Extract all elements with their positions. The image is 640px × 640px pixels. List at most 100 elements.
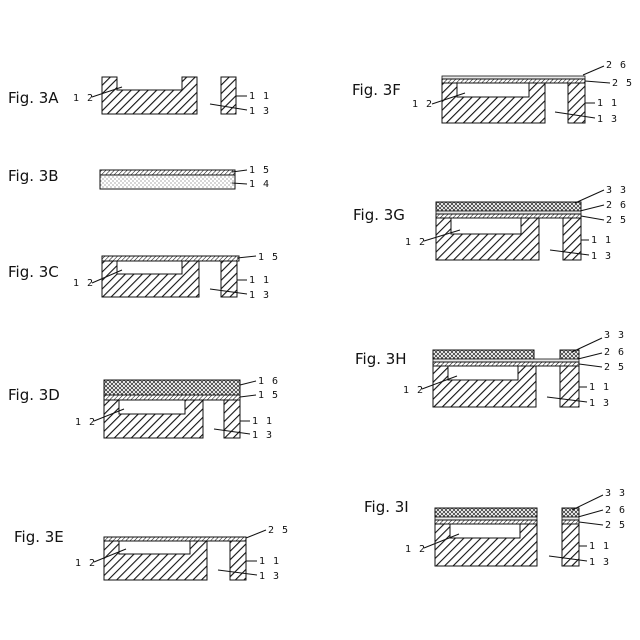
layer-33: [435, 508, 537, 517]
ref-26: 2 6: [606, 200, 627, 211]
figure-3h: Fig. 3H 3 3 2 6 2 5 1 2 1 1 1 3: [355, 330, 625, 409]
ref-26: 2 6: [606, 60, 627, 71]
ref-25: 2 5: [605, 520, 626, 531]
ref-13: 1 3: [249, 290, 270, 301]
layer-15: [102, 256, 239, 261]
wall-11: [221, 77, 236, 114]
cavity: [448, 366, 518, 380]
layer-16: [104, 380, 240, 395]
figure-3i: Fig. 3I 3 3 2 6 2 5 1 2 1 1 1 3: [364, 488, 626, 568]
ref-16: 1 6: [258, 376, 279, 387]
ref-13: 1 3: [589, 557, 610, 568]
leader-line: [580, 205, 604, 211]
ref-33: 3 3: [605, 488, 626, 499]
ref-12: 1 2: [73, 278, 94, 289]
ref-12: 1 2: [405, 237, 426, 248]
layer-25-right: [562, 520, 579, 524]
leader-line: [572, 495, 603, 510]
figure-3b: Fig. 3B 1 5 1 4: [8, 165, 270, 190]
ref-13: 1 3: [249, 106, 270, 117]
figure-3f: Fig. 3F 2 6 2 5 1 2 1 1 1 3: [352, 60, 633, 125]
layer-14: [100, 175, 235, 189]
ref-11: 1 1: [252, 416, 273, 427]
ref-12: 1 2: [405, 544, 426, 555]
ref-11: 1 1: [589, 382, 610, 393]
layer-33-right: [560, 350, 579, 359]
ref-12: 1 2: [412, 99, 433, 110]
ref-15: 1 5: [249, 165, 270, 176]
ref-15: 1 5: [258, 252, 279, 263]
ref-26: 2 6: [605, 505, 626, 516]
substrate-12: [102, 77, 197, 114]
wall-11: [230, 541, 246, 580]
leader-line: [581, 216, 604, 220]
ref-12: 1 2: [403, 385, 424, 396]
figure-label: Fig. 3H: [355, 350, 407, 368]
leader-line: [572, 338, 602, 352]
cavity: [119, 541, 190, 554]
ref-25: 2 5: [268, 525, 289, 536]
ref-11: 1 1: [589, 541, 610, 552]
layer-25: [442, 79, 585, 83]
ref-13: 1 3: [259, 571, 280, 582]
leader-line: [237, 256, 256, 258]
ref-14: 1 4: [249, 179, 270, 190]
ref-13: 1 3: [597, 114, 618, 125]
figure-label: Fig. 3D: [8, 386, 60, 404]
ref-25: 2 5: [606, 215, 627, 226]
layer-15: [104, 395, 240, 400]
ref-11: 1 1: [249, 91, 270, 102]
ref-33: 3 3: [606, 185, 627, 196]
cavity: [457, 83, 529, 97]
ref-25: 2 5: [604, 362, 625, 373]
cavity: [451, 218, 521, 234]
ref-11: 1 1: [259, 556, 280, 567]
figure-label: Fig. 3G: [353, 206, 405, 224]
figure-3d: Fig. 3D 1 6 1 5 1 2 1 1 1 3: [8, 376, 279, 441]
ref-11: 1 1: [249, 275, 270, 286]
ref-12: 1 2: [75, 558, 96, 569]
ref-12: 1 2: [73, 93, 94, 104]
layer-25: [435, 520, 537, 524]
layer-25: [433, 362, 579, 366]
ref-15: 1 5: [258, 390, 279, 401]
ref-13: 1 3: [252, 430, 273, 441]
leader-line: [575, 190, 604, 203]
ref-13: 1 3: [589, 398, 610, 409]
leader-line: [246, 530, 266, 538]
figure-3a: Fig. 3A 1 2 1 1 1 3: [8, 77, 270, 117]
layer-33: [436, 202, 581, 211]
cavity: [117, 261, 182, 274]
ref-12: 1 2: [75, 417, 96, 428]
leader-line: [583, 66, 604, 75]
cavity: [450, 524, 520, 538]
leader-line: [240, 395, 256, 397]
leader-line: [579, 364, 602, 367]
figure-label: Fig. 3I: [364, 498, 409, 516]
figure-3c: Fig. 3C 1 5 1 2 1 1 1 3: [8, 252, 279, 301]
leader-line: [579, 522, 603, 525]
figure-label: Fig. 3A: [8, 89, 59, 107]
layer-33: [433, 350, 534, 359]
figure-label: Fig. 3E: [14, 528, 64, 546]
figure-label: Fig. 3F: [352, 81, 401, 99]
leader-line: [578, 510, 603, 517]
figure-label: Fig. 3C: [8, 263, 59, 281]
ref-13: 1 3: [591, 251, 612, 262]
cavity: [119, 400, 185, 414]
wall-11: [568, 83, 585, 123]
figure-label: Fig. 3B: [8, 167, 59, 185]
layer-25: [436, 214, 581, 218]
layer-33-right: [562, 508, 579, 517]
layer-15: [100, 170, 235, 175]
ref-11: 1 1: [597, 98, 618, 109]
ref-26: 2 6: [604, 347, 625, 358]
ref-11: 1 1: [591, 235, 612, 246]
figure-3e: Fig. 3E 2 5 1 2 1 1 1 3: [14, 525, 289, 582]
figure-3g: Fig. 3G 3 3 2 6 2 5 1 2 1 1 1 3: [353, 185, 627, 262]
ref-25: 2 5: [612, 78, 633, 89]
leader-line: [240, 381, 256, 385]
leader-line: [585, 81, 610, 83]
leader-line: [578, 353, 602, 359]
